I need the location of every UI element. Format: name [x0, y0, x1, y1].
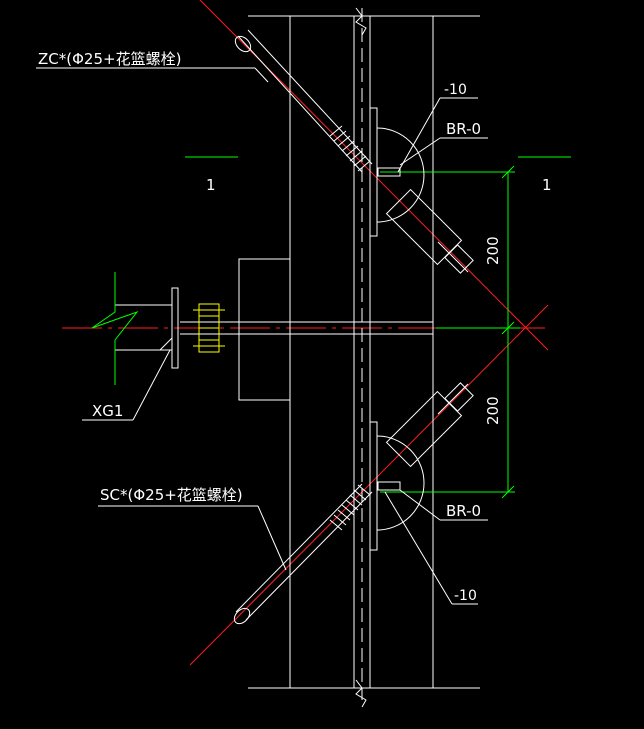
gusset-plate-bottom — [369, 421, 378, 551]
leader-lines — [36, 67, 488, 605]
beam-break-zigzag — [91, 272, 139, 385]
thread-bottom — [329, 484, 371, 531]
green-elements — [91, 156, 571, 499]
end-plate — [171, 287, 179, 369]
label-section-right: 1 — [542, 176, 552, 194]
turnbuckle-top — [385, 188, 463, 266]
label-xg1: XG1 — [92, 402, 123, 420]
pin-arc-top — [376, 127, 425, 223]
label-zc: ZC*(Φ25+花篮螺栓) — [38, 50, 181, 68]
label-br-bottom: BR-0 — [446, 502, 481, 520]
label-br-top: BR-0 — [446, 120, 481, 138]
label-plate-bottom: -10 — [454, 588, 477, 604]
label-section-left: 1 — [206, 176, 216, 194]
thread-top — [329, 125, 371, 172]
label-plate-top: -10 — [444, 82, 467, 98]
embed-plate-left — [238, 258, 291, 401]
label-sc: SC*(Φ25+花篮螺栓) — [100, 486, 243, 504]
break-symbol-top — [355, 7, 367, 36]
bolt-assembly — [193, 303, 225, 353]
break-symbol-bottom — [355, 679, 367, 708]
label-dim-top: 200 — [484, 236, 502, 265]
bottom-tie-rod — [233, 382, 474, 625]
diagonal-axis-bottom — [189, 304, 549, 666]
left-beam — [115, 258, 433, 401]
label-dim-bottom: 200 — [484, 396, 502, 425]
pin-arc-bottom — [376, 435, 425, 531]
column-outline — [248, 7, 480, 708]
diagonal-axis-top — [199, 0, 549, 351]
top-tie-rod — [234, 29, 474, 274]
gusset-plate-top — [369, 107, 378, 237]
